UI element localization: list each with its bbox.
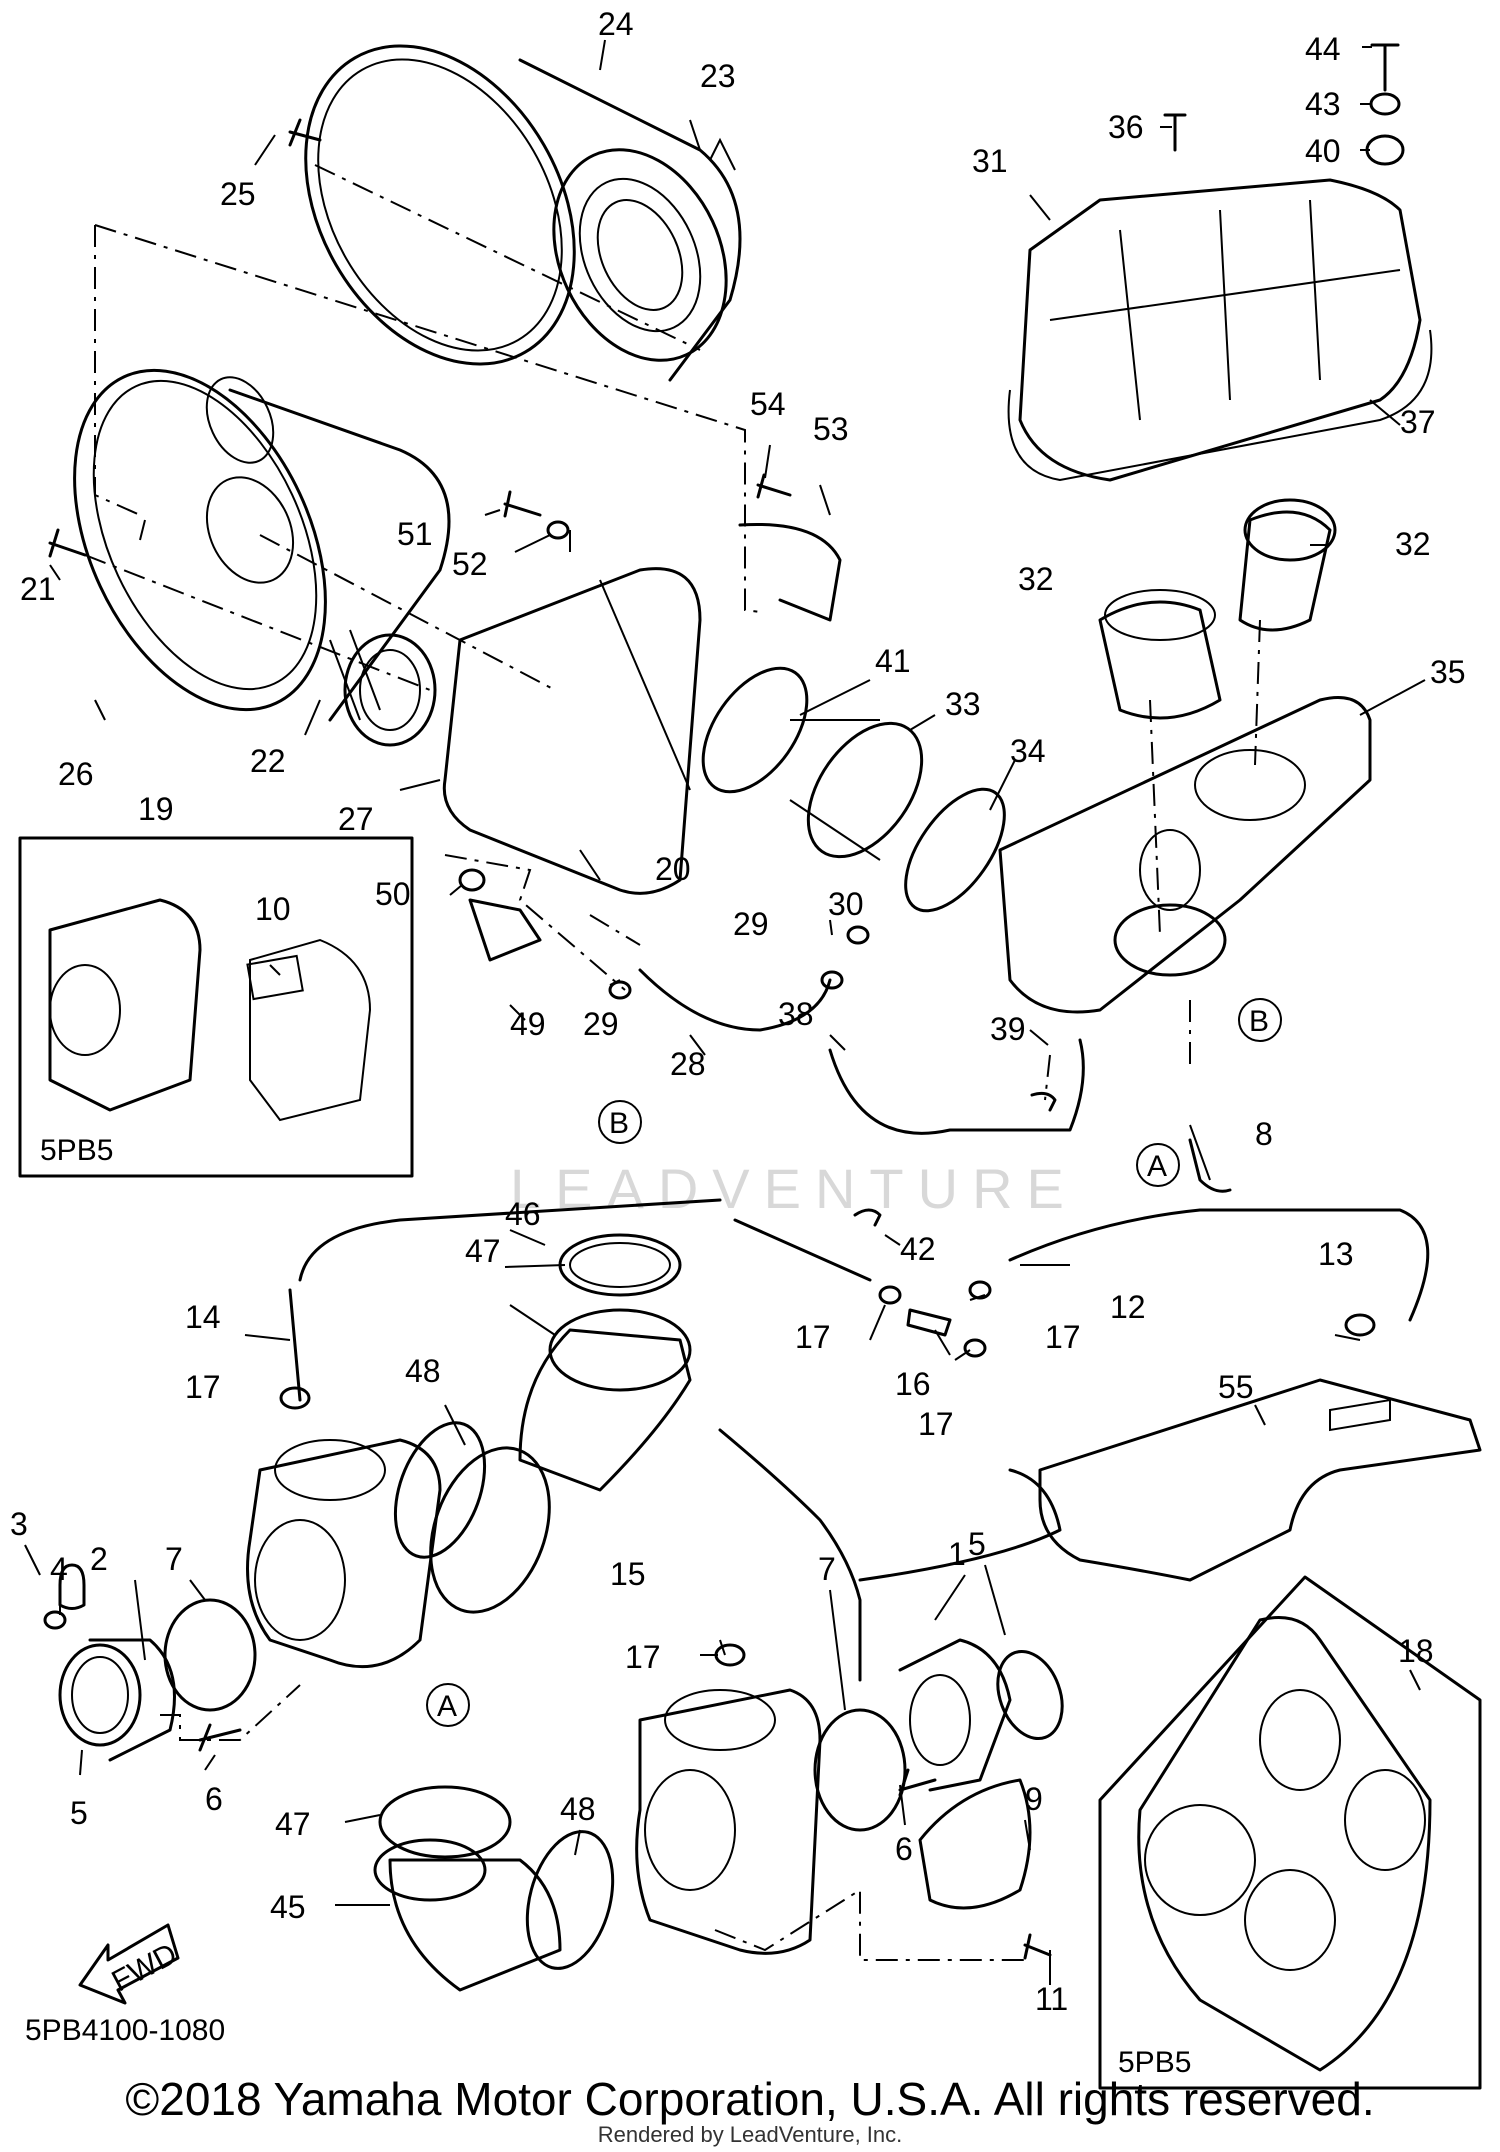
callout-16: 16 — [895, 1366, 931, 1402]
svg-text:FWD: FWD — [107, 1937, 183, 1998]
top-case-drawing — [1007, 178, 1433, 482]
callout-30: 30 — [828, 886, 864, 922]
callout-19: 19 — [138, 791, 174, 827]
callout-22: 22 — [250, 743, 286, 779]
callout-3: 3 — [10, 1506, 28, 1542]
callout-18: 18 — [1398, 1633, 1434, 1669]
callout-23: 23 — [700, 58, 736, 94]
callout-11: 11 — [1035, 1981, 1068, 2017]
callout-36: 36 — [1108, 109, 1144, 145]
callout-25: 25 — [220, 176, 256, 212]
callout-38: 38 — [778, 996, 814, 1032]
hoses-drawing — [288, 968, 1430, 1682]
callout-27: 27 — [338, 801, 374, 837]
plate-drawing — [1038, 1378, 1482, 1582]
leader-lines — [24, 39, 1426, 1985]
callout-6b: 6 — [895, 1831, 913, 1867]
rendered-by-notice: Rendered by LeadVenture, Inc. — [597, 2122, 903, 2147]
callout-47b: 47 — [275, 1806, 311, 1842]
inset-label-bottom-right: 5PB5 — [1118, 2046, 1191, 2079]
svg-text:B: B — [609, 1107, 629, 1140]
callout-21: 21 — [20, 571, 56, 607]
copyright-notice: ©2018 Yamaha Motor Corporation, U.S.A. A… — [125, 2073, 1375, 2125]
callout-13: 13 — [1318, 1236, 1354, 1272]
callout-47a: 47 — [465, 1233, 501, 1269]
callout-7b: 7 — [818, 1551, 836, 1587]
callout-9: 9 — [1025, 1781, 1043, 1817]
callout-labels: 1 2 3 4 5 5 6 6 7 7 8 9 10 11 12 13 14 1… — [10, 6, 1466, 2017]
callout-12: 12 — [1110, 1289, 1146, 1325]
callout-42: 42 — [900, 1231, 936, 1267]
callout-24: 24 — [598, 6, 634, 42]
inset-label-top-left: 5PB5 — [40, 1134, 113, 1167]
callout-31: 31 — [972, 143, 1008, 179]
ref-marker-b-right: B — [1238, 998, 1282, 1042]
inset-element — [1098, 1575, 1482, 2090]
callout-46: 46 — [505, 1196, 541, 1232]
callout-7a: 7 — [165, 1541, 183, 1577]
callout-40: 40 — [1305, 133, 1341, 169]
callout-10: 10 — [255, 891, 291, 927]
callout-53: 53 — [813, 411, 849, 447]
callout-43: 43 — [1305, 86, 1341, 122]
callout-17b: 17 — [1045, 1319, 1081, 1355]
callout-6a: 6 — [205, 1781, 223, 1817]
callout-17e: 17 — [625, 1639, 661, 1675]
air-case-body-drawing — [442, 567, 1006, 913]
callout-52: 52 — [452, 546, 488, 582]
callout-33: 33 — [945, 686, 981, 722]
watermark: LEADVENTURE — [510, 1157, 1078, 1220]
callout-55: 55 — [1218, 1369, 1254, 1405]
ref-marker-b-left: B — [598, 1100, 642, 1144]
callout-20: 20 — [655, 851, 691, 887]
callout-29a: 29 — [583, 1006, 619, 1042]
callout-50: 50 — [375, 876, 411, 912]
callout-54: 54 — [750, 386, 786, 422]
inset-carburetor — [18, 836, 414, 1178]
carburetor-front-drawing — [246, 1438, 442, 1669]
callout-34: 34 — [1010, 733, 1046, 769]
callout-5b: 5 — [968, 1526, 986, 1562]
ref-marker-a-upper: A — [426, 1683, 470, 1727]
callout-49: 49 — [510, 1006, 546, 1042]
callout-29b: 29 — [733, 906, 769, 942]
callout-37: 37 — [1400, 404, 1436, 440]
callout-15: 15 — [610, 1556, 646, 1592]
callout-51: 51 — [397, 516, 433, 552]
callout-45: 45 — [270, 1889, 306, 1925]
svg-text:A: A — [437, 1690, 457, 1723]
callout-39: 39 — [990, 1011, 1026, 1047]
carburetor-rear-drawing — [635, 1688, 822, 1955]
callout-48b: 48 — [560, 1791, 596, 1827]
callout-4: 4 — [50, 1551, 68, 1587]
callout-44: 44 — [1305, 31, 1341, 67]
lower-case-drawing — [998, 498, 1372, 1014]
callout-32a: 32 — [1018, 561, 1054, 597]
air-cleaner-case-left-drawing — [73, 368, 451, 747]
callout-14: 14 — [185, 1299, 221, 1335]
callout-41: 41 — [875, 643, 911, 679]
callout-35: 35 — [1430, 654, 1466, 690]
callout-32b: 32 — [1395, 526, 1431, 562]
callout-26: 26 — [58, 756, 94, 792]
ref-marker-a-lower: A — [1136, 1143, 1180, 1187]
air-cleaner-cover-drawing — [304, 44, 742, 382]
callout-17a: 17 — [795, 1319, 831, 1355]
svg-text:B: B — [1249, 1005, 1269, 1038]
callout-1: 1 — [948, 1536, 966, 1572]
small-hardware-drawing — [43, 43, 1405, 1960]
svg-text:A: A — [1147, 1150, 1167, 1183]
callout-8: 8 — [1255, 1116, 1273, 1152]
callout-17c: 17 — [918, 1406, 954, 1442]
callout-17d: 17 — [185, 1369, 221, 1405]
callout-5a: 5 — [70, 1795, 88, 1831]
callout-28: 28 — [670, 1046, 706, 1082]
diagram-code: 5PB4100-1080 — [25, 2014, 225, 2047]
joints-and-clamps-drawing — [58, 1233, 1064, 1992]
callout-48a: 48 — [405, 1353, 441, 1389]
assembly-lines — [84, 164, 1261, 1961]
forward-direction-arrow: FWD — [78, 1923, 183, 2005]
callout-2: 2 — [90, 1541, 108, 1577]
